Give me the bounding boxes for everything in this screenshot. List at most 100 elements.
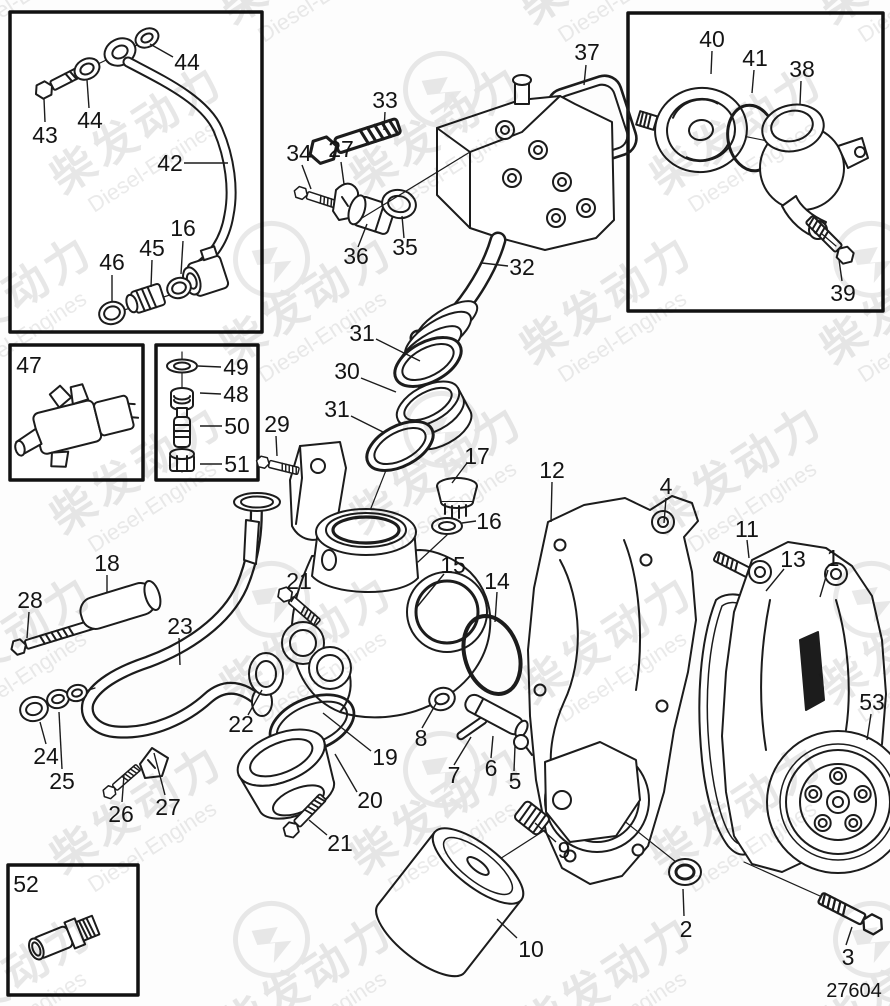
- pulley-53-art: [766, 730, 890, 874]
- cover-assembly: [236, 693, 356, 842]
- callout-34: 34: [286, 140, 312, 166]
- leader-line-8: [421, 701, 438, 729]
- inset-box-coolant-pipe: [8, 10, 264, 334]
- callout-7: 7: [448, 762, 461, 788]
- leader-line-24: [39, 721, 47, 745]
- callout-5: 5: [509, 768, 522, 794]
- leader-line-49: [197, 365, 222, 368]
- leader-line-44: [86, 79, 90, 109]
- callout-27: 27: [328, 136, 354, 162]
- watermark-glyph-icon: [421, 76, 462, 113]
- nipple-52-art: [28, 914, 101, 961]
- hose-18-art: [79, 579, 162, 630]
- clip-5-art: [513, 734, 533, 756]
- housing-mouth-art: [406, 571, 488, 653]
- solenoid-valve-47-art: [14, 383, 140, 468]
- watermark-glyph-icon: [851, 246, 890, 283]
- leader-line-20: [334, 753, 358, 793]
- inset-box-nipple: [6, 863, 140, 997]
- leader-line-12: [550, 481, 553, 523]
- callout-47: 47: [16, 352, 42, 378]
- callout-30: 30: [334, 358, 360, 384]
- watermark-logo-icon: [403, 390, 481, 468]
- callout-21: 21: [286, 568, 312, 594]
- leader-line-35: [401, 215, 405, 239]
- watermark-glyph-icon: [251, 246, 292, 283]
- callout-13: 13: [780, 546, 806, 572]
- callout-11: 11: [735, 516, 759, 542]
- callout-20: 20: [357, 787, 383, 813]
- callout-36: 36: [343, 243, 369, 269]
- callout-51: 51: [224, 451, 250, 477]
- leader-line-7: [453, 736, 472, 766]
- leader-line-16: [180, 240, 184, 275]
- leader-line-16: [461, 520, 477, 524]
- leader-line-31: [375, 338, 421, 362]
- shaft-6-art: [464, 693, 529, 739]
- callout-33: 33: [372, 87, 398, 113]
- seal-ring-31-art: [393, 336, 463, 388]
- leader-line-14: [494, 591, 498, 623]
- leader-line-30: [360, 377, 397, 393]
- leader-line-15: [416, 573, 445, 608]
- leader-line-3: [845, 926, 853, 946]
- figure-number: 27604: [826, 980, 882, 1002]
- callout-44: 44: [77, 107, 103, 133]
- nipple-9-art: [514, 800, 550, 836]
- leader-line-44: [149, 43, 174, 58]
- watermark-glyph-icon: [421, 756, 462, 793]
- valve-50-art: [173, 407, 191, 448]
- callout-18: 18: [94, 550, 120, 576]
- callout-17: 17: [464, 443, 490, 469]
- leader-line-33: [383, 111, 386, 131]
- leader-line-27: [153, 752, 166, 796]
- leader-line-38: [799, 80, 802, 105]
- leader-line-26: [121, 774, 125, 803]
- leader-line-43: [43, 98, 46, 123]
- callout-26: 26: [108, 801, 134, 827]
- leader-line-21: [290, 592, 298, 603]
- leader-line-28: [26, 611, 30, 639]
- leader-line-9: [534, 822, 557, 843]
- thermostat-housing-assembly: [274, 477, 523, 719]
- watermark-glyph-icon: [851, 586, 890, 623]
- callout-16: 16: [476, 508, 502, 534]
- callout-35: 35: [392, 234, 418, 260]
- leader-line-5: [513, 745, 516, 772]
- callout-28: 28: [17, 587, 43, 613]
- callout-10: 10: [518, 936, 544, 962]
- washer-art: [134, 27, 160, 49]
- seal-2-art: [668, 858, 702, 886]
- clamp-27b-art: [139, 747, 169, 779]
- shaft-parts: [428, 686, 533, 756]
- callout-23: 23: [167, 613, 193, 639]
- leader-line-45: [150, 259, 153, 288]
- leader-line-23: [178, 637, 181, 666]
- nut-51-art: [169, 448, 195, 472]
- watermark-logo-icon: [233, 900, 311, 978]
- watermark-glyph-icon: [251, 926, 292, 963]
- leader-line-6: [490, 735, 494, 759]
- callout-43: 43: [32, 122, 58, 148]
- callout-12: 12: [539, 457, 565, 483]
- leader-line-31: [350, 415, 386, 434]
- callout-45: 45: [139, 235, 165, 261]
- watermark-logo-icon: [833, 560, 890, 638]
- callout-1: 1: [827, 545, 840, 571]
- washer-16-art: [431, 517, 463, 535]
- callout-50: 50: [224, 413, 250, 439]
- leader-line-4: [663, 497, 667, 524]
- seal-washer-16-art: [166, 276, 192, 300]
- leader-line-22: [247, 689, 263, 716]
- bypass-pipe-assembly: [10, 492, 284, 802]
- watermark-glyph-icon: [851, 926, 890, 963]
- callout-44: 44: [174, 49, 200, 75]
- leader-line-40: [710, 50, 713, 75]
- callout-42: 42: [157, 150, 183, 176]
- watermark-logo-icon: [833, 900, 890, 978]
- leader-line-11: [746, 539, 750, 559]
- fitting-45-art: [125, 282, 166, 314]
- washer-art: [73, 57, 101, 81]
